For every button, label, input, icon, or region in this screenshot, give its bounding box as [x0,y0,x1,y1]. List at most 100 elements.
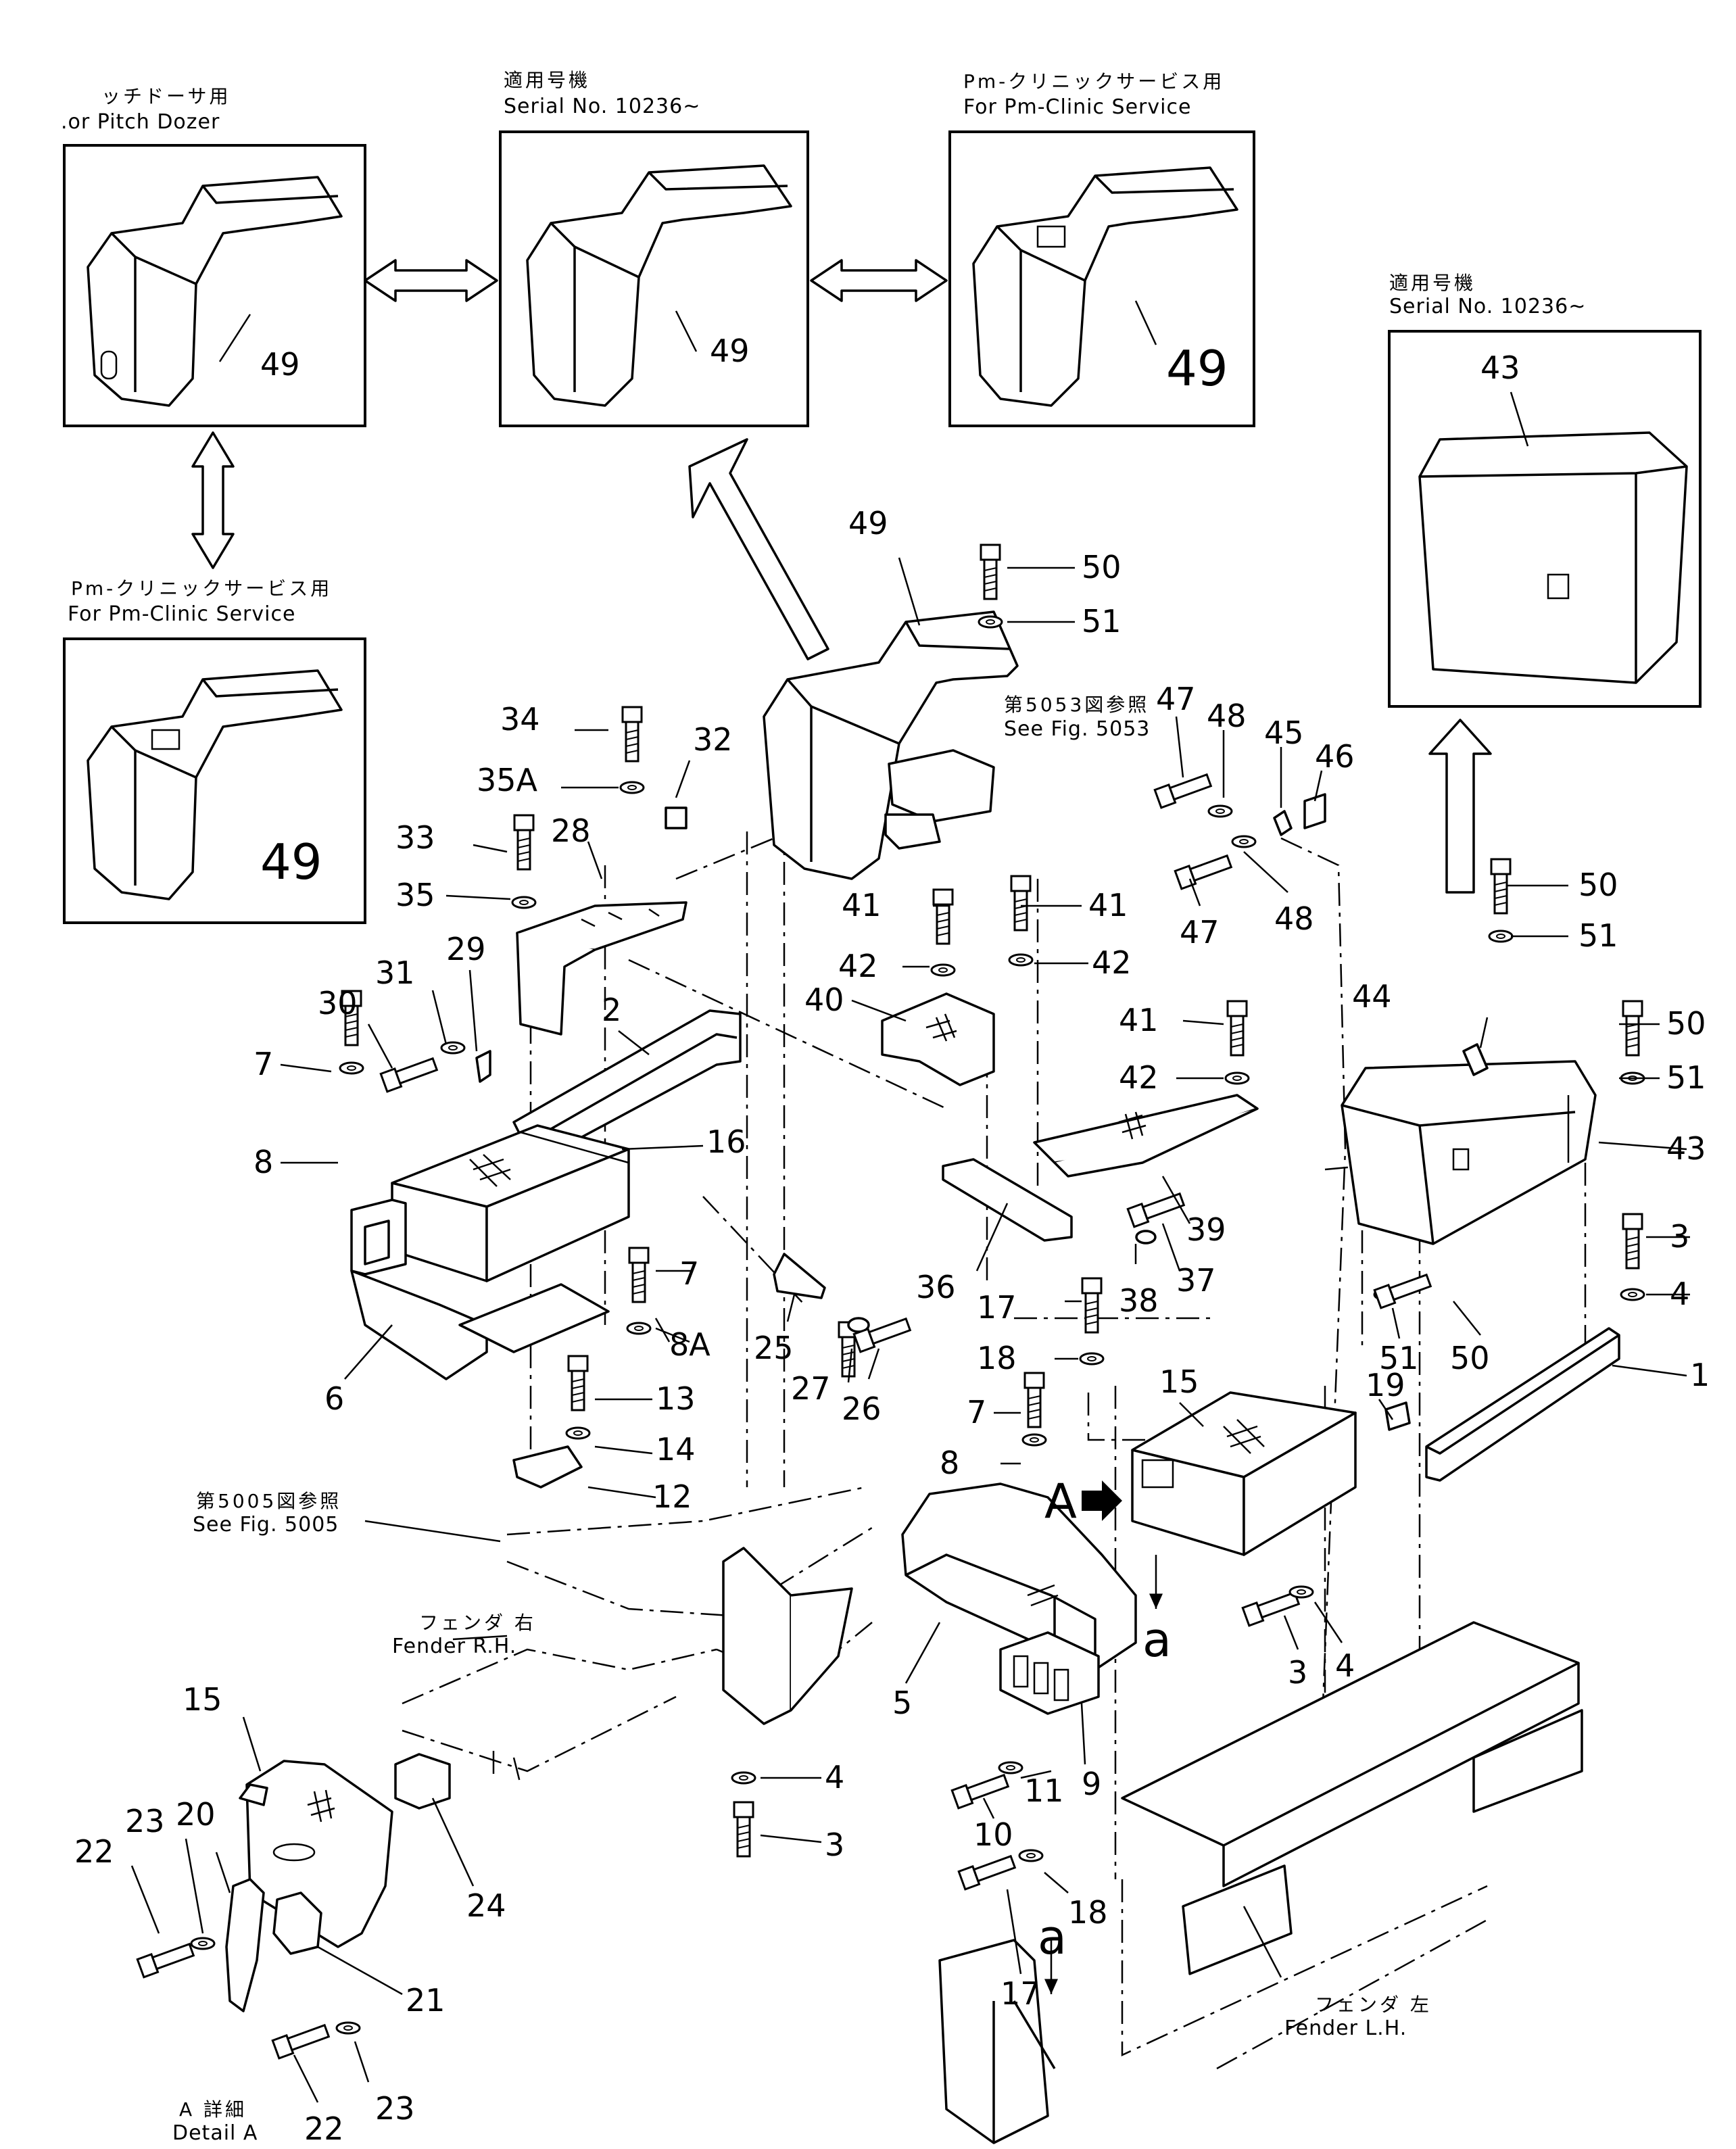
bracket-39 [1033,1094,1259,1178]
cover-43-main [1341,1060,1597,1245]
callout-23-a: 23 [125,1803,165,1839]
callout-51-b: 51 [1578,917,1618,954]
callout-25: 25 [754,1330,794,1366]
callout-29: 29 [446,931,486,967]
callout-40: 40 [804,982,844,1018]
note-pm-left-en: For Pm-Clinic Service [68,602,295,626]
callout-22-a: 22 [74,1833,114,1870]
callout-50-d: 50 [1450,1340,1490,1376]
callout-22-b: 22 [304,2110,344,2147]
callout-27: 27 [791,1370,831,1407]
ref-fig5005-en: See Fig. 5005 [193,1513,339,1537]
callout-49-inset2: 49 [710,333,750,369]
callout-49-inset3: 49 [1166,340,1228,397]
callout-18-a: 18 [977,1340,1017,1376]
note-pitch-dozer-jp: ッチドーサ用 [101,85,231,107]
callout-50: 50 [1082,549,1122,585]
bracket-28 [516,901,688,1036]
note-pm-left-jp: Pm-クリニックサービス用 [71,577,332,600]
callout-51-c: 51 [1666,1059,1706,1096]
callout-18-b: 18 [1068,1894,1108,1931]
inset-pitch-dozer [63,144,366,427]
ref-detail-a-jp: A 詳細 [179,2098,247,2121]
callout-3-a: 3 [1670,1218,1689,1255]
callout-48-b: 48 [1274,900,1314,937]
callout-19: 19 [1366,1367,1405,1403]
callout-35: 35 [395,877,435,913]
callout-28: 28 [551,813,591,849]
callout-46: 46 [1315,738,1355,775]
double-arrow-2 [810,259,948,302]
callout-14: 14 [656,1431,696,1468]
double-arrow-1 [364,259,498,302]
callout-6: 6 [324,1380,344,1417]
note-serial-top-en: Serial No. 10236~ [504,95,700,118]
callout-21: 21 [406,1982,445,2019]
plate-9 [999,1631,1100,1715]
callout-11: 11 [1024,1772,1064,1809]
callout-8A: 8A [669,1326,710,1363]
callout-16: 16 [706,1124,746,1160]
callout-41-a: 41 [842,887,882,923]
note-serial-top-jp: 適用号機 [504,69,590,91]
callout-42-b: 42 [1092,944,1132,981]
callout-7-c: 7 [679,1255,699,1292]
view-arrows [1044,1480,1163,1994]
detail-a [225,1753,451,2012]
fender-rh [402,1486,873,1785]
callout-26: 26 [842,1391,882,1427]
cover-49-serial-shape [526,164,792,407]
callout-4-a: 4 [1670,1276,1689,1312]
callout-3-b: 3 [825,1827,844,1863]
hollow-arrow-43 [1428,719,1492,894]
callout-34: 34 [500,701,540,738]
callout-31: 31 [375,955,415,991]
cover-49-pitch-dozer-shape [87,176,343,407]
callout-39: 39 [1186,1211,1226,1248]
bracket-40 [881,992,995,1086]
ref-fender-rh-jp: フェンダ 右 [419,1612,536,1634]
callout-38: 38 [1119,1282,1159,1319]
callout-24: 24 [466,1887,506,1924]
callout-20: 20 [176,1796,216,1833]
callout-8-b: 8 [940,1445,959,1481]
callout-15-a: 15 [1159,1363,1199,1400]
callout-37: 37 [1176,1262,1216,1299]
callout-13: 13 [656,1380,696,1417]
callout-49-inset4: 49 [260,834,322,890]
unit-16 [391,1124,630,1282]
double-arrow-3 [191,431,235,569]
bracket-25 [773,1253,826,1299]
ref-fender-rh-en: Fender R.H. [392,1635,516,1658]
view-letter-A: A [1044,1474,1077,1529]
callout-36: 36 [916,1269,956,1305]
note-serial-right-jp: 適用号機 [1389,272,1476,294]
cover-49-pm-shape [972,166,1238,407]
inset-serial-top [499,130,809,427]
callout-1: 1 [1690,1357,1710,1393]
callout-51: 51 [1082,603,1122,639]
callout-49-inset1: 49 [260,346,300,383]
hollow-arrow-49 [688,438,829,660]
bracket-1 [1425,1327,1620,1482]
fender-lh [938,1621,1583,2144]
callout-44: 44 [1352,978,1392,1015]
callout-49-main: 49 [848,505,888,541]
callout-48-a: 48 [1207,698,1247,734]
cover-43-serial-shape [1418,431,1688,684]
callout-3-c: 3 [1288,1654,1307,1691]
callout-12: 12 [652,1478,692,1515]
callout-15-b: 15 [183,1681,222,1718]
ref-fender-lh-jp: フェンダ 左 [1315,1994,1432,2016]
callout-51-d: 51 [1379,1340,1419,1376]
cover-49-pm-left-shape [87,669,343,900]
callout-2: 2 [602,992,621,1028]
callout-23-b: 23 [375,2090,415,2127]
ref-fig5005-jp: 第5005図参照 [196,1490,341,1512]
note-pitch-dozer-en: .or Pitch Dozer [61,110,220,134]
note-serial-right-en: Serial No. 10236~ [1389,295,1586,318]
callout-4-c: 4 [1335,1647,1355,1684]
callout-17-a: 17 [977,1289,1017,1326]
callout-30: 30 [318,985,358,1021]
callout-47-a: 47 [1156,681,1196,717]
